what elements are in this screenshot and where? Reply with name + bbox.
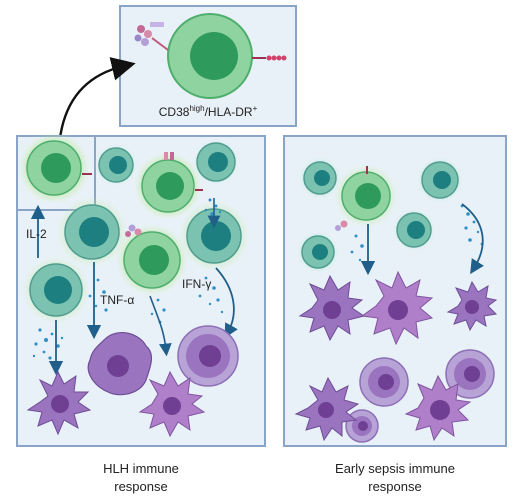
t-cell (296, 230, 340, 274)
hlh-caption: HLH immune response (21, 460, 261, 496)
macrophage (177, 325, 239, 387)
inset-label: CD38high/HLA-DR+ (159, 104, 258, 119)
ifn-arrow (215, 267, 238, 339)
macrophage (359, 357, 409, 407)
sepsis-caption-line2: response (368, 479, 422, 494)
tnf-label: TNF-α (100, 293, 134, 307)
macrophage (298, 274, 366, 342)
activated-cell (134, 152, 203, 220)
zoom-arrow (58, 57, 136, 139)
hlh-caption-line2: response (114, 479, 168, 494)
macrophage (26, 370, 92, 436)
macrophage (446, 280, 498, 332)
activated-cell (116, 224, 188, 296)
ifn-label: IFN-γ (182, 277, 211, 291)
activated-cell (334, 164, 398, 231)
t-cell (178, 200, 250, 272)
inset-receptor-right (252, 55, 287, 61)
hlh-panel: IL-2 TNF-α IFN-γ (16, 132, 266, 447)
macrophage (138, 370, 206, 438)
macrophage (360, 270, 434, 346)
t-cell (392, 208, 436, 252)
t-cell (192, 138, 240, 186)
il2-label: IL-2 (26, 227, 47, 241)
inset-receptor-left (134, 22, 169, 51)
t-cell (56, 196, 128, 268)
macrophage (294, 376, 360, 442)
hlh-caption-line1: HLH immune (103, 461, 179, 476)
sepsis-caption-line1: Early sepsis immune (335, 461, 455, 476)
cytokine-dots (350, 204, 484, 262)
sepsis-caption: Early sepsis immune response (275, 460, 515, 496)
inset-box: CD38high/HLA-DR+ (119, 5, 297, 127)
macrophage (87, 331, 153, 396)
t-cell (416, 156, 464, 204)
macrophage (404, 374, 472, 442)
t-cell (298, 156, 342, 200)
t-cell (22, 256, 90, 324)
t-cell (94, 143, 138, 187)
arrow-to-macrophage (149, 295, 172, 357)
inset-cell-nucleus (190, 32, 238, 80)
activated-cell (18, 132, 92, 204)
sepsis-panel (283, 135, 507, 447)
cytokine-dots (32, 198, 224, 360)
macrophage (345, 409, 379, 443)
